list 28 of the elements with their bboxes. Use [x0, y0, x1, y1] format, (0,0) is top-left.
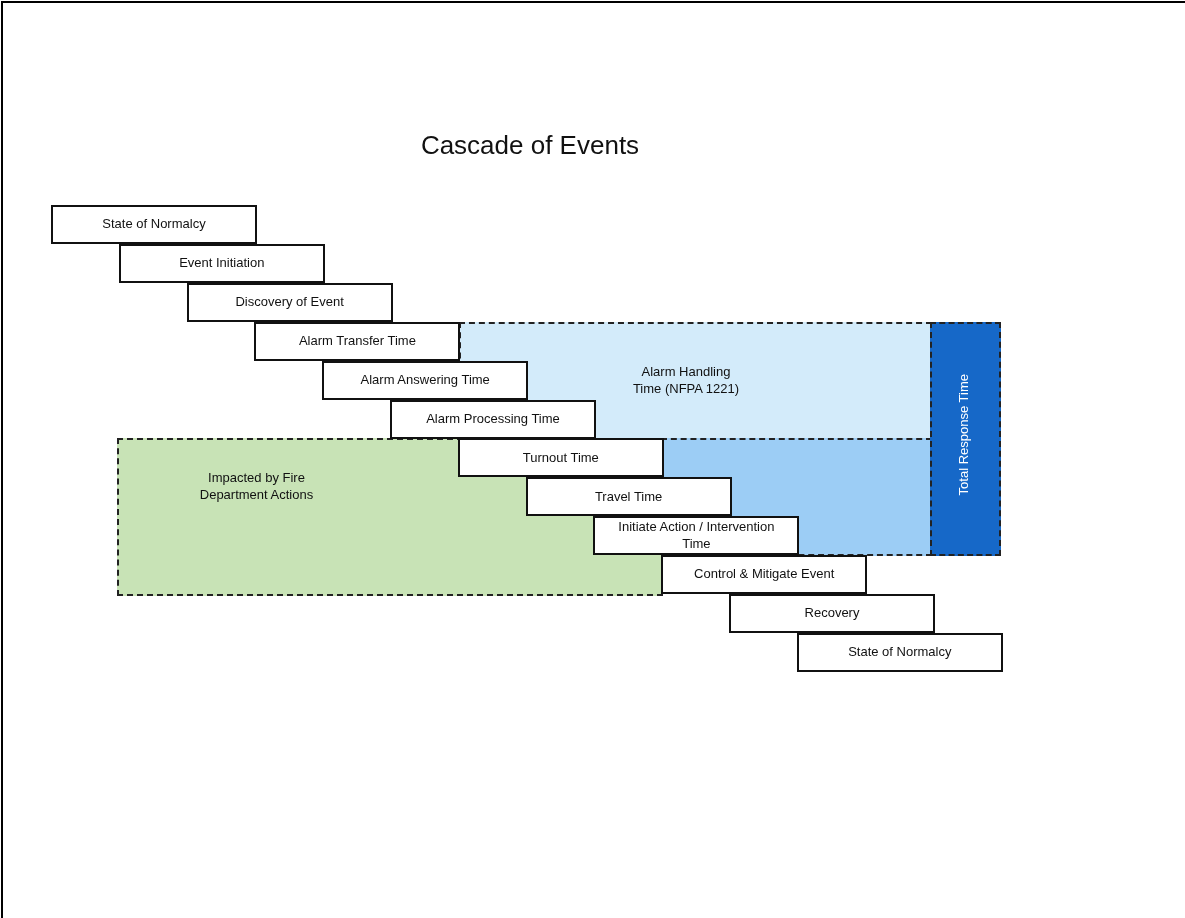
- region-label: Alarm Handling Time (NFPA 1221): [631, 364, 741, 398]
- step-label: State of Normalcy: [848, 644, 952, 661]
- step-label: Initiate Action / Intervention Time: [617, 519, 776, 552]
- step-box: [593, 516, 800, 556]
- step-label: Alarm Processing Time: [426, 410, 560, 428]
- step-box: [322, 360, 529, 400]
- step-box: [525, 477, 732, 517]
- step-box: [661, 555, 868, 595]
- step-label: Travel Time: [594, 488, 663, 505]
- step-label: State of Normalcy: [102, 216, 206, 233]
- step-label: Discovery of Event: [235, 294, 344, 311]
- step-label: Turnout Time: [522, 449, 599, 466]
- region-label: Impacted by Fire Department Actions: [198, 470, 315, 504]
- step-label: Recovery: [804, 605, 860, 622]
- step-box: [51, 205, 257, 244]
- title: Cascade of Events: [419, 130, 641, 161]
- step-box: [254, 321, 461, 361]
- step-box: [390, 399, 596, 439]
- dashed-region: [930, 322, 1001, 556]
- step-box: [118, 243, 325, 283]
- region-label: Total Response Time: [956, 374, 972, 496]
- step-label: Alarm Answering Time: [360, 371, 490, 389]
- step-box: [186, 282, 393, 322]
- step-label: Control & Mitigate Event: [694, 566, 835, 583]
- step-box: [796, 632, 1003, 672]
- step-label: Event Initiation: [179, 255, 265, 272]
- step-box: [729, 594, 935, 633]
- step-label: Alarm Transfer Time: [298, 333, 416, 350]
